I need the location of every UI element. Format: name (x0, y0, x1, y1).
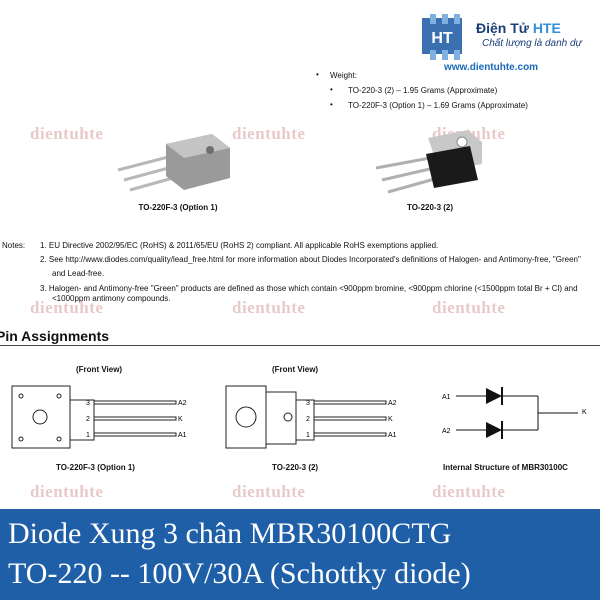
pin-number: 2 (306, 416, 310, 423)
banner-line-1: Diode Xung 3 chân MBR30100CTG (8, 517, 452, 550)
pin-caption-middle: TO-220-3 (2) (272, 463, 319, 472)
watermark: dientuhte (30, 124, 104, 143)
section-divider (0, 345, 600, 346)
watermark: dientuhte (432, 298, 506, 317)
watermark: dientuhte (30, 482, 104, 501)
package-label-left: TO-220F-3 (Option 1) (138, 203, 218, 212)
title-banner: Diode Xung 3 chân MBR30100CTG TO-220 -- … (0, 509, 600, 600)
bullet-icon: • (330, 100, 333, 109)
note-line: 1. EU Directive 2002/95/EC (RoHS) & 2011… (40, 241, 439, 250)
logo-name: Điện Tử HTE (476, 20, 561, 36)
pin-name: A2 (388, 400, 397, 407)
pin-number: 3 (86, 400, 90, 407)
weight-heading: Weight: (330, 71, 357, 80)
note-line: <1000ppm antimony compounds. (52, 294, 171, 303)
anode1-label: A1 (442, 394, 451, 401)
pin-number: 3 (306, 400, 310, 407)
front-view-label: (Front View) (272, 365, 319, 374)
logo-name-part2: HTE (532, 20, 561, 36)
pin-caption-left: TO-220F-3 (Option 1) (56, 463, 135, 472)
pin-name: A1 (388, 432, 397, 439)
pin-name: A1 (178, 432, 187, 439)
watermark: dientuhte (30, 298, 104, 317)
notes-label: Notes: (2, 241, 26, 250)
diode-icon (486, 388, 502, 404)
logo-mark-text: HT (431, 30, 453, 47)
anode2-label: A2 (442, 428, 451, 435)
weight-item: TO-220-3 (2) – 1.95 Grams (Approximate) (348, 86, 498, 95)
bullet-icon: • (330, 85, 333, 94)
logo-url[interactable]: www.dientuhte.com (444, 62, 539, 73)
front-view-label: (Front View) (76, 365, 123, 374)
pin-caption-right: Internal Structure of MBR30100C (443, 463, 568, 472)
watermark: dientuhte (232, 298, 306, 317)
diode-icon (486, 422, 502, 438)
cathode-label: K (582, 409, 587, 416)
internal-structure-diagram: A1 A2 K (442, 387, 587, 439)
pin-name: A2 (178, 400, 187, 407)
watermark: dientuhte (232, 482, 306, 501)
pin-number: 1 (306, 432, 310, 439)
logo-name-part1: Điện Tử (476, 20, 533, 36)
logo-mark-icon: HT (422, 14, 462, 60)
watermark: dientuhte (432, 482, 506, 501)
pin-name: K (178, 416, 183, 423)
logo-tagline: Chất lượng là danh dự (482, 38, 582, 49)
bullet-icon: • (316, 70, 319, 79)
banner-line-2: TO-220 -- 100V/30A (Schottky diode) (8, 557, 471, 590)
note-line: 2. See http://www.diodes.com/quality/lea… (40, 255, 581, 264)
pin-diagram-to220f: 3 2 1 A2 K A1 (11, 385, 187, 449)
package-photo-to220f (117, 134, 230, 192)
package-label-right: TO-220-3 (2) (406, 203, 454, 212)
pin-diagram-to220: 3 2 1 A2 K A1 (225, 385, 397, 449)
pin-number: 2 (86, 416, 90, 423)
pin-number: 1 (86, 432, 90, 439)
pin-name: K (388, 416, 393, 423)
note-line: 3. Halogen- and Antimony-free "Green" pr… (40, 284, 578, 293)
package-photo-to220 (375, 130, 482, 194)
logo: HT Điện Tử HTE Chất lượng là danh dự (420, 6, 600, 78)
weight-item: TO-220F-3 (Option 1) – 1.69 Grams (Appro… (348, 101, 528, 110)
pin-assignments-title: Pin Assignments (0, 328, 110, 344)
note-line: and Lead-free. (52, 269, 105, 278)
watermark: dientuhte (232, 124, 306, 143)
